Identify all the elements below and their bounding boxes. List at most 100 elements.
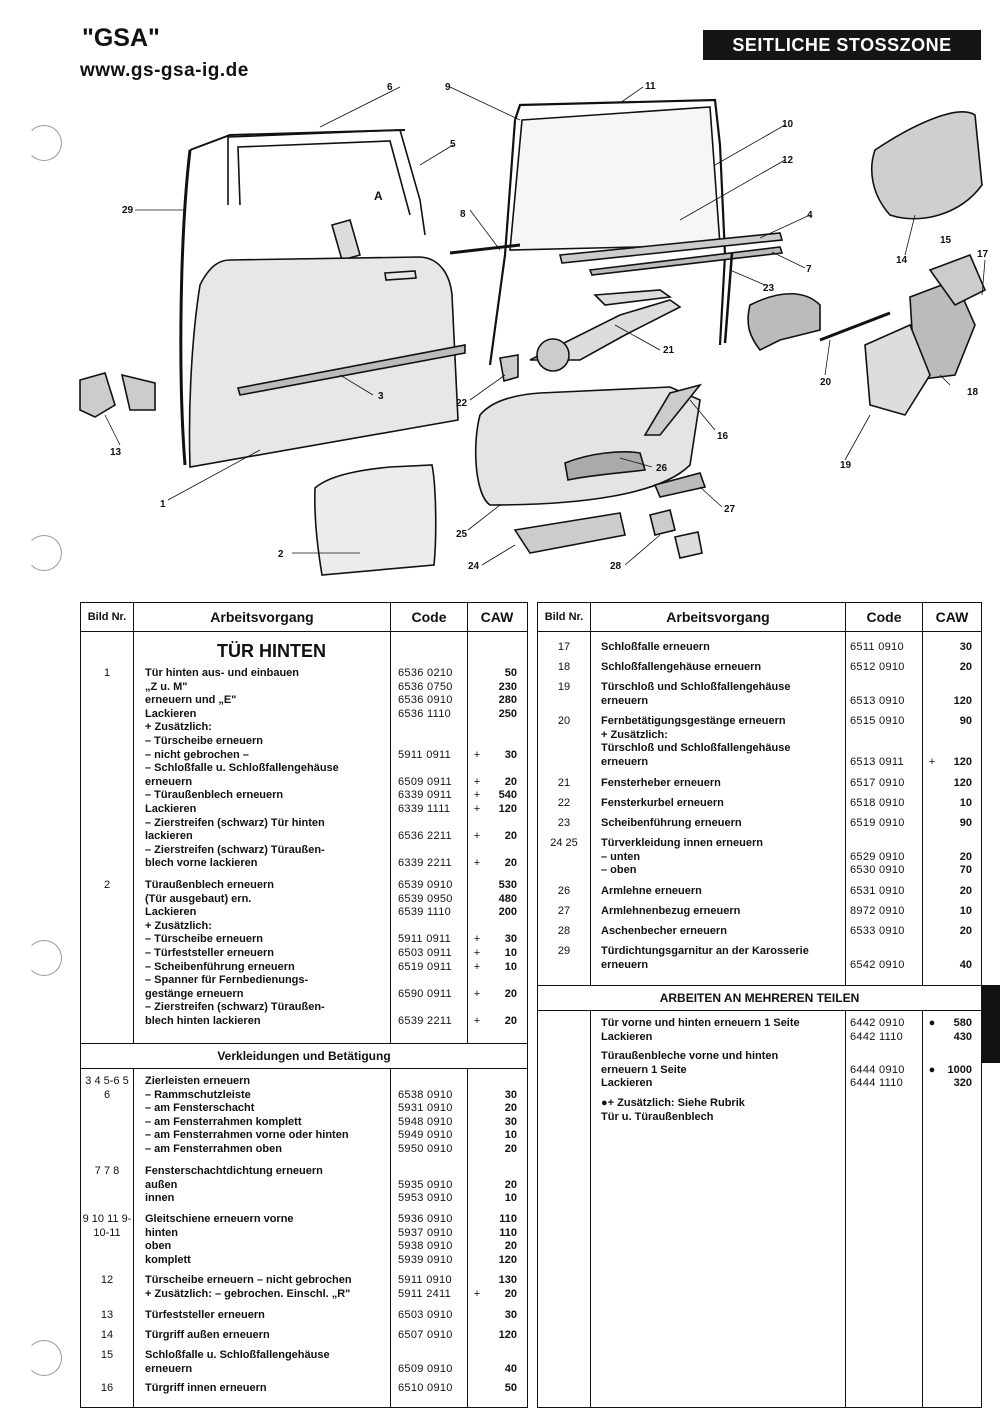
arbeitsvorgang: Scheibenführung erneuern: [601, 817, 742, 829]
bild-nr: 22: [557, 797, 571, 809]
caw: 40: [504, 1362, 517, 1375]
exploded-door-diagram: 6 5 8 9 11 10 12 4 7 23 21 22 16 26 27 2…: [79, 81, 989, 576]
callout-15: 15: [940, 235, 952, 246]
callout-7: 7: [806, 264, 812, 275]
callout-14: 14: [896, 255, 908, 266]
code: 6509 0910: [398, 1362, 453, 1375]
caw: 30: [504, 1309, 517, 1321]
callout-21: 21: [663, 345, 675, 356]
caw: 30: [959, 641, 972, 653]
code: 6536 0210 6536 0750 6536 0910 6536 1110 …: [398, 667, 453, 870]
callout-29: 29: [122, 205, 134, 216]
additional-marker: +: [473, 1287, 481, 1300]
callout-26: 26: [656, 463, 668, 474]
arbeitsvorgang: Türverkleidung innen erneuern – unten – …: [601, 837, 763, 877]
caw: 40: [959, 958, 972, 971]
table-header: Bild Nr. Arbeitsvorgang Code CAW: [538, 603, 981, 632]
callout-8: 8: [460, 209, 466, 220]
arbeitsvorgang: Türaußenbleche vorne und hinten erneuern…: [601, 1050, 779, 1090]
caw: 90 120: [953, 715, 972, 768]
section-badge: SEITLICHE STOSSZONE: [703, 30, 981, 60]
arbeitsvorgang: Aschenbecher erneuern: [601, 925, 727, 937]
code: 8972 0910: [850, 905, 905, 917]
bullet-marker: ●: [928, 1063, 936, 1076]
caw: 20: [959, 661, 972, 673]
arbeitsvorgang: Türaußenblech erneuern (Tür ausgebaut) e…: [145, 879, 325, 1027]
callout-27: 27: [724, 504, 736, 515]
callout-2: 2: [278, 549, 284, 560]
code: 6512 0910: [850, 661, 905, 673]
code: 6531 0910: [850, 885, 905, 897]
bild-nr: 16: [100, 1382, 114, 1394]
callout-11: 11: [645, 81, 656, 92]
caw: 50 230 280 250 30 20 540 120 20 20: [498, 667, 517, 870]
callout-18: 18: [967, 387, 979, 398]
callout-22: 22: [456, 398, 468, 409]
callout-16: 16: [717, 431, 729, 442]
binder-hole: [26, 535, 62, 571]
bild-nr: 12: [100, 1274, 114, 1286]
callout-10: 10: [782, 119, 794, 130]
header-arbeitsvorgang: Arbeitsvorgang: [666, 609, 770, 625]
table-header: Bild Nr. Arbeitsvorgang Code CAW: [81, 603, 527, 632]
callout-25: 25: [456, 529, 468, 540]
bild-nr: 27: [557, 905, 571, 917]
header-code: Code: [866, 609, 902, 625]
bild-nr: 13: [100, 1309, 114, 1321]
code: 5911 0910 5911 2411: [398, 1274, 452, 1300]
arbeitsvorgang: Schloßfalle u. Schloßfallengehäuse erneu…: [145, 1349, 330, 1375]
code: 6539 0910 6539 0950 6539 1110 5911 0911 …: [398, 879, 453, 1027]
code: 6513 0910: [850, 694, 905, 707]
bild-nr: 3 4 5-6 5 6: [85, 1075, 129, 1101]
arbeitsvorgang: Tür vorne und hinten erneuern 1 Seite La…: [601, 1017, 800, 1043]
binder-hole: [26, 125, 62, 161]
bild-nr: 28: [557, 925, 571, 937]
callout-a: A: [374, 189, 383, 203]
binder-hole: [26, 940, 62, 976]
bild-nr: 15: [100, 1349, 114, 1361]
bild-nr: 21: [557, 777, 571, 789]
code: 6518 0910: [850, 797, 905, 809]
code: 6517 0910: [850, 777, 905, 789]
bild-nr: 20: [557, 715, 571, 727]
bild-nr: 18: [557, 661, 571, 673]
callout-6: 6: [387, 82, 393, 93]
bild-nr: 19: [557, 681, 571, 693]
code: 6542 0910: [850, 958, 905, 971]
additional-marker: +: [928, 755, 936, 768]
arbeitsvorgang: Fensterheber erneuern: [601, 777, 721, 789]
callout-28: 28: [610, 561, 622, 572]
callout-1: 1: [160, 499, 166, 510]
arbeitsvorgang: Gleitschiene erneuern vorne hinten oben …: [145, 1213, 294, 1266]
band-verkleidungen: Verkleidungen und Betätigung: [81, 1043, 527, 1069]
callout-23: 23: [763, 283, 775, 294]
bullet-marker: ●: [928, 1017, 936, 1029]
arbeitsvorgang: Schloßfallengehäuse erneuern: [601, 661, 762, 673]
bild-nr: 7 7 8: [94, 1165, 120, 1177]
code: 6538 0910 5931 0910 5948 0910 5949 0910 …: [398, 1088, 453, 1155]
arbeitsvorgang: Türschloß und Schloßfallengehäuse erneue…: [601, 681, 791, 707]
callout-24: 24: [468, 561, 480, 572]
bild-nr: 9 10 11 9-10-11: [82, 1213, 132, 1239]
caw: 580 430: [953, 1017, 972, 1043]
model-name: "GSA": [82, 24, 160, 52]
caw: 30 20 30 10 20: [504, 1088, 517, 1155]
page-tab-marker: [981, 985, 1000, 1063]
arbeitsvorgang: Fensterschachtdichtung erneuern außen in…: [145, 1165, 323, 1205]
arbeitsvorgang: Türscheibe erneuern – nicht gebrochen + …: [145, 1274, 352, 1300]
arbeitsvorgang: Zierleisten erneuern – Rammschutzleiste …: [145, 1075, 349, 1155]
callout-19: 19: [840, 460, 852, 471]
header-bild: Bild Nr.: [544, 611, 584, 623]
caw: 20: [959, 885, 972, 897]
header-code: Code: [411, 609, 447, 625]
arbeitsvorgang: Armlehnenbezug erneuern: [601, 905, 741, 917]
caw: 530 480 200 30 10 10 20 20: [498, 879, 517, 1027]
caw: 20 10: [504, 1178, 517, 1205]
code: 6533 0910: [850, 925, 905, 937]
callout-4: 4: [807, 210, 813, 221]
arbeitsvorgang: Türgriff außen erneuern: [145, 1329, 270, 1341]
code: 6444 0910 6444 1110: [850, 1063, 905, 1090]
additional-marker: + + + + +: [473, 933, 481, 1027]
arbeitsvorgang: Armlehne erneuern: [601, 885, 702, 897]
bild-nr: 17: [557, 641, 571, 653]
